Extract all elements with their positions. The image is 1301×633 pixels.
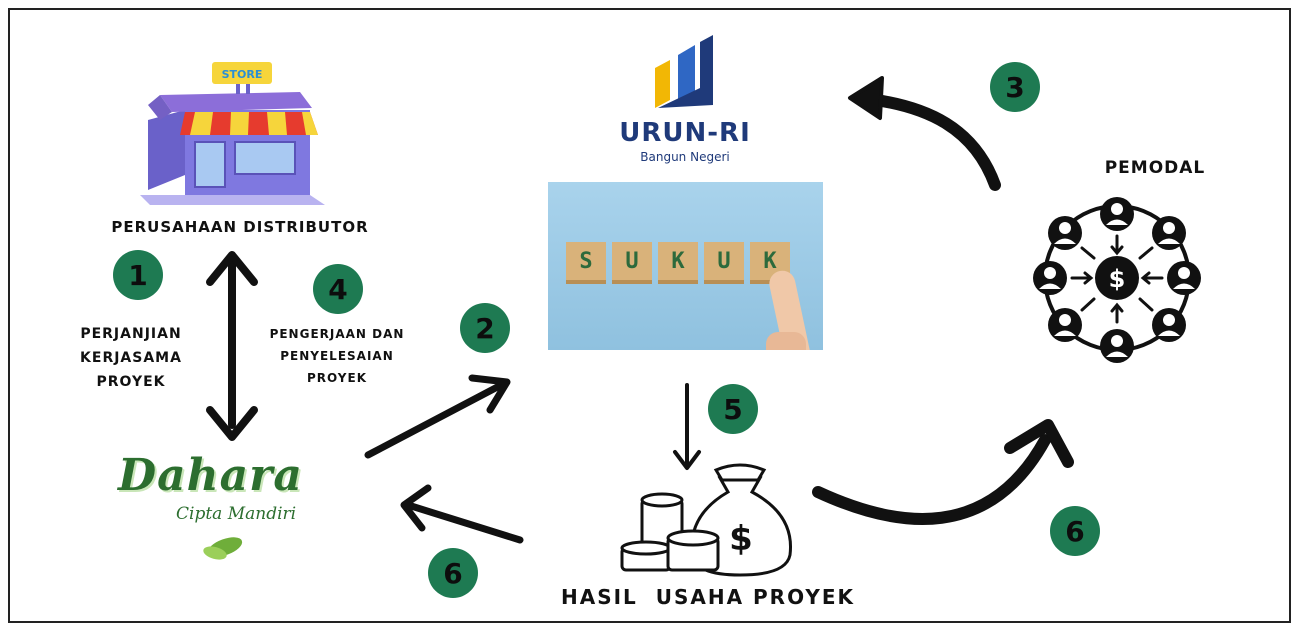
agreement-bidirectional-arrow (206, 251, 258, 441)
platform-tagline: Bangun Negeri (640, 150, 730, 164)
work-line: PROYEK (307, 371, 367, 385)
platform-name: URUN-RI (619, 118, 751, 148)
agreement-text: PERJANJIAN KERJASAMA PROYEK (56, 322, 206, 394)
leaf-icon (203, 537, 243, 560)
step3-arrow (848, 76, 1001, 191)
sukuk-block: K (658, 242, 698, 280)
agreement-line: PERJANJIAN (80, 326, 182, 342)
step-badge-3: 3 (990, 62, 1040, 112)
step-badge-4: 4 (313, 264, 363, 314)
result-label: HASIL USAHA PROYEK (560, 585, 856, 609)
step2-arrow (364, 374, 511, 459)
sukuk-block: U (612, 242, 652, 280)
step-badge-6-right: 6 (1050, 506, 1100, 556)
step-badge-1: 1 (113, 250, 163, 300)
agreement-line: KERJASAMA (80, 350, 182, 366)
work-line: PENGERJAAN DAN (269, 327, 405, 341)
step-badge-2: 2 (460, 303, 510, 353)
dahara-logo: Dahara Cipta Mandiri (110, 450, 340, 560)
sukuk-photo: S U K U K (548, 182, 823, 350)
work-text: PENGERJAAN DAN PENYELESAIAN PROYEK (252, 323, 422, 389)
agreement-line: PROYEK (96, 374, 166, 390)
step-badge-6-left: 6 (428, 548, 478, 598)
investor-label: PEMODAL (1104, 158, 1206, 178)
sukuk-block: U (704, 242, 744, 280)
step6-left-arrow (400, 484, 524, 544)
company-label: PERUSAHAAN DISTRIBUTOR (111, 218, 369, 236)
sukuk-block: S (566, 242, 606, 280)
step6-right-arrow (812, 419, 1074, 525)
step-badge-5: 5 (708, 384, 758, 434)
dahara-name: Dahara (118, 450, 303, 501)
dahara-subtitle: Cipta Mandiri (176, 504, 297, 524)
work-line: PENYELESAIAN (280, 349, 394, 363)
step5-arrow (673, 383, 701, 470)
